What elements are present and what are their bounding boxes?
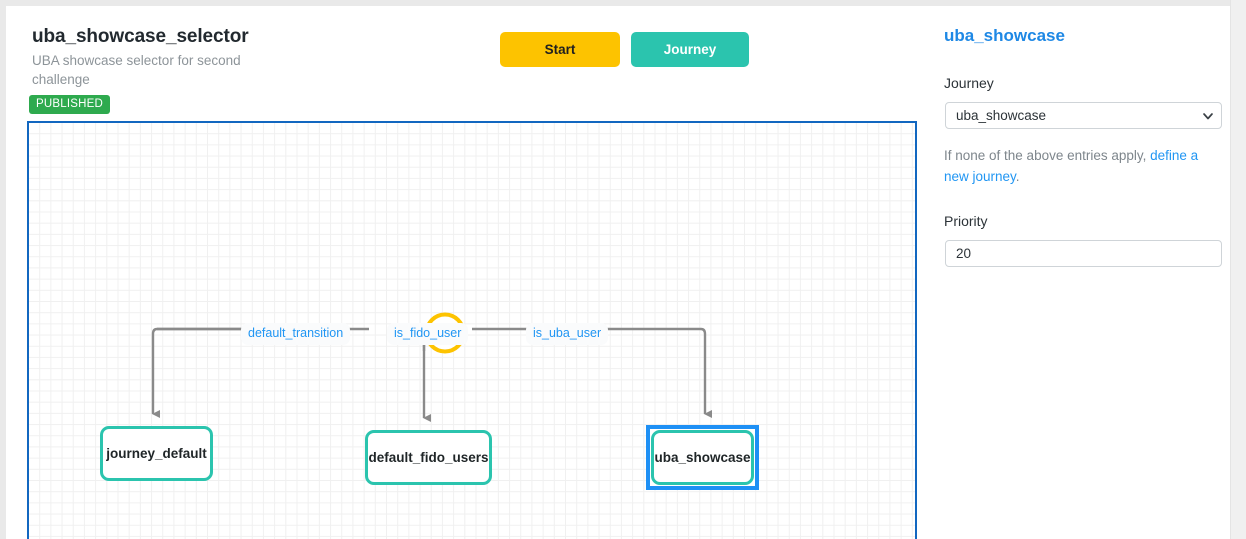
journey-helper-text: If none of the above entries apply, defi… xyxy=(944,145,1226,187)
node-journey-default[interactable]: journey_default xyxy=(100,426,213,481)
helper-suffix: . xyxy=(1015,169,1020,184)
content-card: uba_showcase_selector UBA showcase selec… xyxy=(6,6,1230,539)
journey-button[interactable]: Journey xyxy=(631,32,749,67)
node-uba-showcase[interactable]: uba_showcase xyxy=(651,430,754,485)
panel-title: uba_showcase xyxy=(944,26,1065,45)
start-button[interactable]: Start xyxy=(500,32,620,67)
node-default-fido-users[interactable]: default_fido_users xyxy=(365,430,492,485)
helper-prefix: If none of the above entries apply, xyxy=(944,148,1151,163)
journey-field-label: Journey xyxy=(944,75,994,91)
journey-select[interactable]: uba_showcase xyxy=(945,102,1222,129)
transition-label-is-fido-user[interactable]: is_fido_user xyxy=(387,323,469,345)
page-scrollbar-thumb[interactable] xyxy=(1233,2,1244,162)
priority-field-label: Priority xyxy=(944,213,988,229)
page-scrollbar[interactable] xyxy=(1230,0,1246,539)
flow-canvas[interactable]: default_transition is_fido_user is_uba_u… xyxy=(27,121,917,539)
priority-input[interactable] xyxy=(945,240,1222,267)
page-title: uba_showcase_selector xyxy=(32,26,249,47)
page-subtitle: UBA showcase selector for second challen… xyxy=(32,53,241,87)
define-new-journey-link[interactable]: define a new journey xyxy=(944,148,1199,184)
status-badge: PUBLISHED xyxy=(29,95,110,114)
transition-label-is-uba-user[interactable]: is_uba_user xyxy=(526,323,609,345)
transition-label-default-transition[interactable]: default_transition xyxy=(241,323,351,345)
